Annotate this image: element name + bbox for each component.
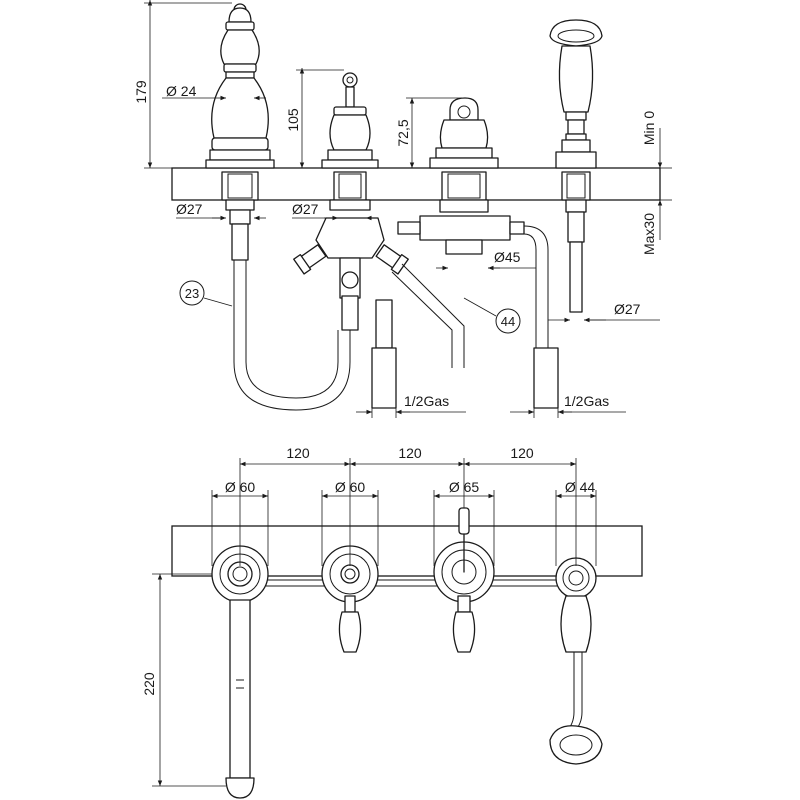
- callout-44-label: 44: [501, 314, 515, 329]
- dim-diameter-60-b: Ø 60: [335, 479, 366, 495]
- dim-spacing-3: 120: [510, 445, 534, 461]
- dim-length-220: 220: [141, 672, 157, 696]
- hose-23: [233, 260, 351, 411]
- dim-diameter-27-a: Ø27: [176, 201, 203, 217]
- dim-diameter-44: Ø 44: [565, 479, 596, 495]
- dim-diameter-24: Ø 24: [166, 83, 197, 99]
- dim-gas-right: 1/2Gas: [564, 393, 609, 409]
- dim-diameter-60-a: Ø 60: [225, 479, 256, 495]
- dim-height-179: 179: [133, 80, 149, 104]
- dim-diameter-65: Ø 65: [449, 479, 480, 495]
- tap-4-top: [549, 557, 603, 765]
- supply-pipe-right: [533, 347, 559, 409]
- side-view: 179 Ø 24 105 72,5 Min 0 Max30 Ø27 Ø27: [133, 0, 672, 418]
- valve-tap-side: [293, 72, 409, 331]
- dim-min-0: Min 0: [641, 111, 657, 145]
- tap-2-top: [321, 545, 379, 653]
- dim-gas-left: 1/2Gas: [404, 393, 449, 409]
- dim-diameter-45: Ø45: [494, 249, 521, 265]
- callout-23-label: 23: [185, 286, 199, 301]
- dim-max-30: Max30: [641, 213, 657, 255]
- tall-tap-side: [205, 3, 275, 261]
- top-view: 120 120 120 Ø 60 Ø 60 Ø 65 Ø 44 220: [141, 445, 643, 799]
- dim-height-72-5: 72,5: [395, 119, 411, 146]
- dim-spacing-2: 120: [398, 445, 422, 461]
- callout-44: [495, 308, 521, 334]
- supply-pipe-left: [375, 299, 393, 349]
- callout-23: [179, 280, 205, 306]
- mixer-side: [397, 97, 525, 255]
- dim-diameter-27-c: Ø27: [614, 301, 641, 317]
- tap-3-top: [433, 507, 495, 653]
- dim-spacing-1: 120: [286, 445, 310, 461]
- dim-diameter-27-b: Ø27: [292, 201, 319, 217]
- tap-1-top: [211, 545, 269, 799]
- hand-shower-side: [549, 19, 603, 313]
- dim-height-105: 105: [285, 108, 301, 132]
